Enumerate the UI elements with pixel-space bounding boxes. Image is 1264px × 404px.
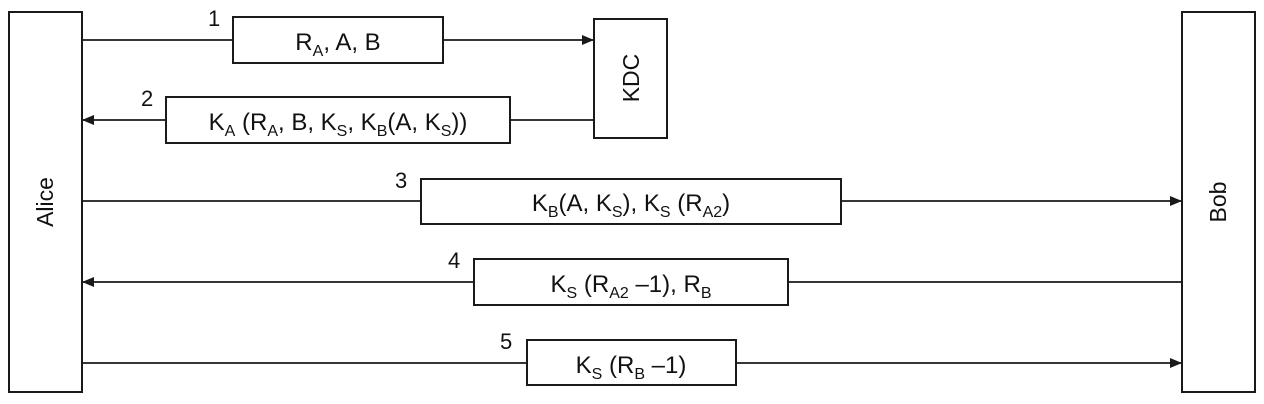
message-5: 5 KS (RB –1) xyxy=(82,329,1182,386)
message-4-box xyxy=(473,258,789,306)
label-text: –1), R xyxy=(629,271,701,298)
message-5-number: 5 xyxy=(500,329,512,354)
label-text: )) xyxy=(451,109,467,136)
message-5-box xyxy=(526,339,737,386)
label-subscript: A xyxy=(225,123,236,140)
label-subscript: A2 xyxy=(703,204,723,221)
alice-label: Alice xyxy=(32,177,58,227)
message-3-label: KB(A, KS), KS (RA2) xyxy=(532,190,730,221)
label-text: (R xyxy=(602,352,634,379)
message-4-label: KS (RA2 –1), RB xyxy=(551,271,712,302)
message-4-number: 4 xyxy=(448,248,460,273)
label-text: K xyxy=(532,190,548,217)
label-text: K xyxy=(551,271,567,298)
label-text: ), K xyxy=(623,190,660,217)
label-subscript: B xyxy=(548,204,559,221)
label-text: K xyxy=(209,109,225,136)
bob-party: Bob xyxy=(1181,11,1256,393)
label-text: (A, K xyxy=(387,109,440,136)
message-1-box xyxy=(232,16,444,64)
label-text: (R xyxy=(235,109,267,136)
label-text: , A, B xyxy=(323,29,380,56)
message-1-label: RA, A, B xyxy=(295,29,380,60)
message-1: 1 RA, A, B xyxy=(82,6,594,64)
label-subscript: B xyxy=(377,123,388,140)
message-1-number: 1 xyxy=(208,6,220,31)
label-text: –1) xyxy=(645,352,686,379)
label-subscript: B xyxy=(634,366,645,383)
label-text: , B, K xyxy=(278,109,337,136)
message-2-label: KA (RA, B, KS, KB(A, KS)) xyxy=(209,109,468,140)
bob-box xyxy=(1181,11,1256,393)
message-2-box xyxy=(165,96,511,144)
label-subscript: B xyxy=(701,285,712,302)
label-subscript: S xyxy=(337,123,348,140)
message-3-number: 3 xyxy=(395,168,407,193)
label-subscript: A xyxy=(313,43,324,60)
label-subscript: S xyxy=(592,366,603,383)
label-text: (R xyxy=(577,271,609,298)
label-subscript: S xyxy=(567,285,578,302)
message-2: 2 KA (RA, B, KS, KB(A, KS)) xyxy=(82,86,594,144)
message-4: 4 KS (RA2 –1), RB xyxy=(82,248,1182,306)
kdc-label: KDC xyxy=(618,54,644,103)
kdc-party: KDC xyxy=(593,18,668,139)
message-5-label: KS (RB –1) xyxy=(576,352,687,383)
label-text: ) xyxy=(722,190,730,217)
label-subscript: S xyxy=(441,123,452,140)
label-text: R xyxy=(295,29,312,56)
alice-box xyxy=(8,11,83,393)
message-3: 3 KB(A, KS), KS (RA2) xyxy=(82,168,1182,225)
message-3-box xyxy=(420,178,842,225)
label-text: (R xyxy=(671,190,703,217)
message-2-number: 2 xyxy=(141,86,153,111)
label-subscript: S xyxy=(612,204,623,221)
alice-party: Alice xyxy=(8,11,83,393)
kdc-box xyxy=(593,18,668,139)
bob-label: Bob xyxy=(1205,182,1231,223)
label-subscript: A xyxy=(267,123,278,140)
label-text: K xyxy=(576,352,592,379)
label-subscript: A2 xyxy=(609,285,629,302)
label-subscript: S xyxy=(660,204,671,221)
label-text: , K xyxy=(347,109,376,136)
label-text: (A, K xyxy=(559,190,612,217)
